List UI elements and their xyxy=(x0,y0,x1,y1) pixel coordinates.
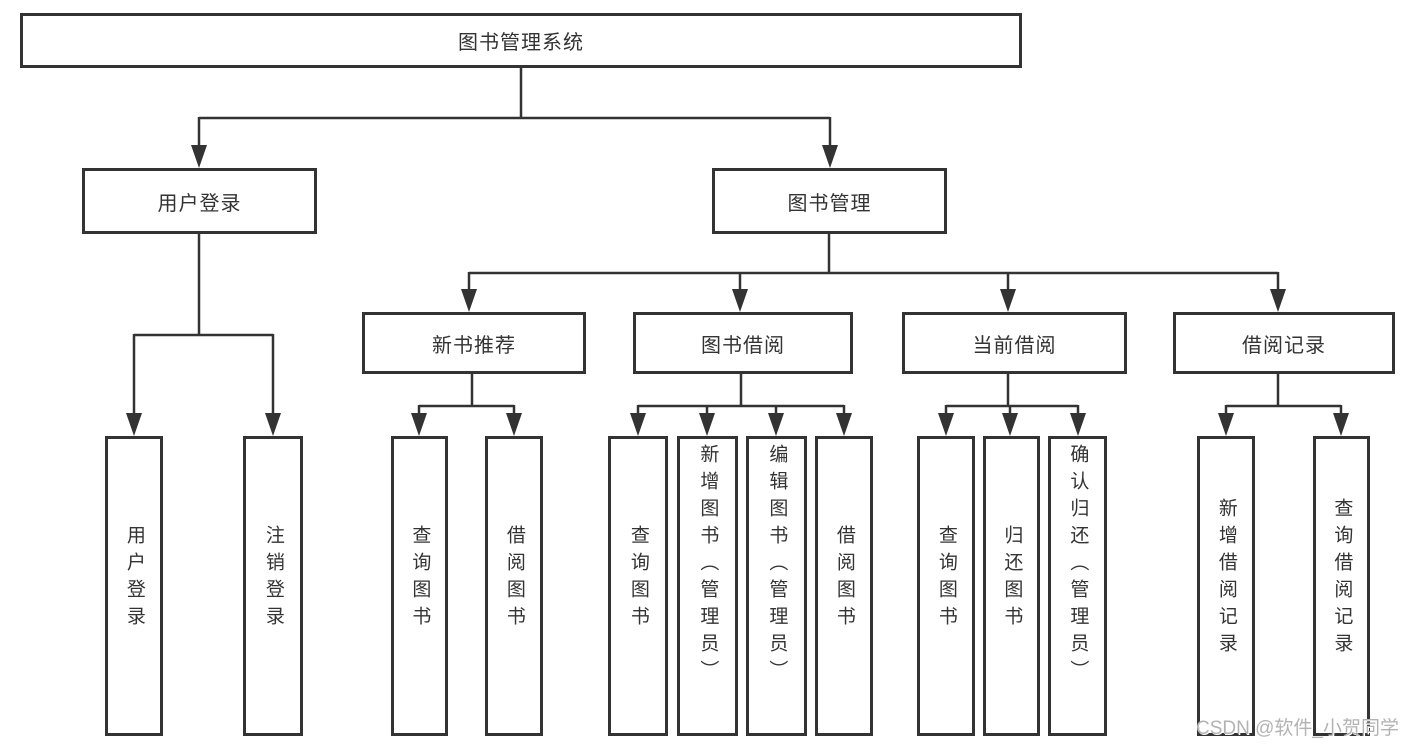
leaf-query-books-recommend: 查询图书 xyxy=(391,436,448,736)
node-label: 查询图书 xyxy=(935,525,957,633)
leaf-borrow-books-recommend: 借阅图书 xyxy=(485,436,543,736)
arrowhead-down xyxy=(732,289,748,312)
node-label: 当前借阅 xyxy=(972,334,1057,357)
arrowhead-down xyxy=(191,145,207,168)
arrowhead-down xyxy=(1070,413,1086,436)
connector-root-to-level2 xyxy=(197,68,832,148)
node-label: 借阅图书 xyxy=(833,525,855,633)
arrowhead-down xyxy=(822,145,838,168)
node-new-book-recommendation: 新书推荐 xyxy=(362,312,586,374)
arrowhead-down xyxy=(630,413,646,436)
leaf-logout: 注销登录 xyxy=(243,436,303,736)
leaf-borrow-books: 借阅图书 xyxy=(815,436,873,736)
node-label: 图书管理系统 xyxy=(458,32,584,54)
node-label: 新增图书（管理员） xyxy=(697,444,719,687)
arrowhead-down xyxy=(1270,289,1286,312)
node-label: 确认归还（管理员） xyxy=(1067,444,1089,687)
leaf-return-books: 归还图书 xyxy=(983,436,1040,736)
node-label: 借阅记录 xyxy=(1242,334,1326,357)
leaf-user-login: 用户登录 xyxy=(105,436,163,736)
node-label: 查询借阅记录 xyxy=(1331,498,1353,660)
connector-current-borrow-to-children xyxy=(944,374,1080,416)
node-label: 注销登录 xyxy=(262,525,284,633)
node-label: 新书推荐 xyxy=(432,334,516,357)
arrowhead-down xyxy=(1002,413,1018,436)
node-book-borrowing: 图书借阅 xyxy=(633,312,853,374)
leaf-query-borrow-record: 查询借阅记录 xyxy=(1313,436,1370,736)
arrowhead-down xyxy=(265,413,281,436)
arrowhead-down xyxy=(126,413,142,436)
arrowhead-down xyxy=(461,289,477,312)
node-label: 新增借阅记录 xyxy=(1215,498,1237,660)
connector-borrow-records-to-children xyxy=(1224,374,1343,416)
leaf-confirm-return-admin: 确认归还（管理员） xyxy=(1048,436,1107,736)
connector-book-borrow-to-children xyxy=(636,374,846,416)
arrowhead-down xyxy=(1218,413,1234,436)
arrowhead-down xyxy=(938,413,954,436)
node-label: 图书管理 xyxy=(787,192,872,215)
node-label: 编辑图书（管理员） xyxy=(766,444,788,687)
node-library-management-system: 图书管理系统 xyxy=(20,13,1022,68)
arrowhead-down xyxy=(1000,289,1016,312)
node-label: 查询图书 xyxy=(409,525,431,633)
leaf-add-borrow-record: 新增借阅记录 xyxy=(1197,436,1255,736)
node-label: 归还图书 xyxy=(1001,525,1023,633)
node-label: 用户登录 xyxy=(123,525,145,633)
arrowhead-down xyxy=(768,413,784,436)
node-label: 借阅图书 xyxy=(503,525,525,633)
arrowhead-down xyxy=(1333,413,1349,436)
connector-new-book-to-children xyxy=(417,374,516,416)
node-user-login: 用户登录 xyxy=(82,168,317,234)
leaf-query-books-borrow: 查询图书 xyxy=(608,436,668,736)
connector-book-management-to-level3 xyxy=(467,234,1280,292)
arrowhead-down xyxy=(836,413,852,436)
node-label: 用户登录 xyxy=(157,192,242,215)
leaf-add-books-admin: 新增图书（管理员） xyxy=(677,436,738,736)
node-book-management: 图书管理 xyxy=(712,168,947,234)
node-label: 查询图书 xyxy=(627,525,649,633)
node-borrowing-records: 借阅记录 xyxy=(1173,312,1395,374)
leaf-query-books-current: 查询图书 xyxy=(917,436,975,736)
arrowhead-down xyxy=(506,413,522,436)
connector-user-login-to-children xyxy=(132,234,275,416)
leaf-edit-books-admin: 编辑图书（管理员） xyxy=(746,436,807,736)
arrowhead-down xyxy=(699,413,715,436)
arrowhead-down xyxy=(411,413,427,436)
csdn-watermark: CSDN @软件_小贺同学 xyxy=(1196,718,1399,739)
node-label: 图书借阅 xyxy=(701,334,785,357)
node-current-borrowing: 当前借阅 xyxy=(902,312,1127,374)
